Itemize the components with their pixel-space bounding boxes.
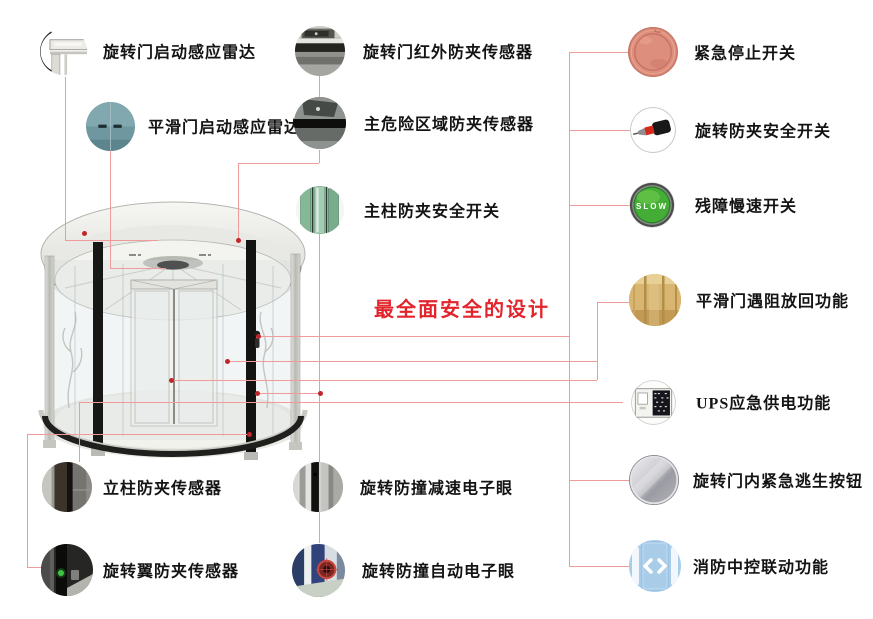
callout-label: 消防中控联动功能 xyxy=(693,559,830,577)
connector-line xyxy=(27,434,28,567)
connector-line xyxy=(258,336,569,337)
connector-line xyxy=(27,434,249,435)
anchor-dot xyxy=(224,358,230,364)
connector-line xyxy=(319,234,320,543)
connector-line xyxy=(569,205,629,206)
callout-label: 主危险区域防夹传感器 xyxy=(364,116,535,134)
callout-label: UPS应急供电功能 xyxy=(696,395,832,413)
blue-fire-door-icon xyxy=(629,540,681,592)
connector-line xyxy=(65,240,158,241)
metal-band-sensor-photo xyxy=(295,26,345,76)
callout-label: 主柱防夹安全开关 xyxy=(364,203,501,221)
door-post-photo xyxy=(42,462,92,512)
callout-label: 立柱防夹传感器 xyxy=(103,480,223,498)
anchor-dot xyxy=(254,390,260,396)
connector-line xyxy=(79,402,80,462)
anchor-dot xyxy=(255,333,261,339)
revolving-door-illustration xyxy=(38,201,308,460)
callout-label: 平滑门遇阻放回功能 xyxy=(696,293,850,311)
anchor-dot xyxy=(235,237,241,243)
connector-line xyxy=(319,76,320,100)
red-stop-button-photo xyxy=(628,27,678,77)
anchor-dot xyxy=(246,431,252,437)
callout-label: 旋转翼防夹传感器 xyxy=(103,563,240,581)
connector-line xyxy=(27,567,42,568)
connector-line xyxy=(110,268,166,269)
callout-label: 旋转防夹安全开关 xyxy=(695,123,832,141)
connector-line xyxy=(238,163,319,164)
anchor-dot xyxy=(168,377,174,383)
connector-line xyxy=(569,52,570,566)
metal-disc-photo xyxy=(629,455,679,505)
callout-label: 旋转门启动感应雷达 xyxy=(103,44,257,62)
connector-line xyxy=(79,402,623,403)
callout-label: 平滑门启动感应雷达 xyxy=(148,119,302,137)
connector-line xyxy=(65,77,66,240)
gold-door-panel-photo xyxy=(629,274,681,326)
green-slow-button-photo: SLOW xyxy=(629,182,675,228)
connector-line xyxy=(597,302,629,303)
callout-label: 紧急停止开关 xyxy=(694,45,797,63)
page-title: 最全面安全的设计 xyxy=(374,299,550,321)
anchor-dot xyxy=(81,230,87,236)
slow-button-text: SLOW xyxy=(636,201,668,211)
ups-box-photo xyxy=(630,379,676,425)
connector-line xyxy=(238,163,239,240)
wing-sensor-photo xyxy=(41,544,93,596)
connector-line xyxy=(569,130,630,131)
callout-label: 旋转门内紧急逃生按钮 xyxy=(693,473,864,491)
door-canopy-corner-photo xyxy=(39,27,87,75)
callout-label: 残障慢速开关 xyxy=(695,198,798,216)
connector-line xyxy=(569,52,630,53)
callout-label: 旋转门红外防夹传感器 xyxy=(363,44,534,62)
glass-post-photo xyxy=(296,186,344,234)
callout-label: 旋转防撞自动电子眼 xyxy=(362,563,516,581)
probe-sensor-photo xyxy=(630,107,676,153)
stripe-eye-photo xyxy=(293,462,343,512)
anchor-dot xyxy=(317,390,323,396)
teal-radar-sensor-photo xyxy=(85,101,135,151)
connector-line xyxy=(319,150,320,163)
connector-line xyxy=(227,361,597,362)
dark-band-sensor-photo xyxy=(294,97,346,149)
callout-label: 旋转防撞减速电子眼 xyxy=(360,480,514,498)
connector-line xyxy=(257,393,319,394)
connector-line xyxy=(569,566,630,567)
connector-line xyxy=(597,302,598,380)
connector-line xyxy=(110,151,111,268)
blue-eye-photo xyxy=(291,543,345,597)
connector-line xyxy=(569,480,629,481)
connector-line xyxy=(171,380,597,381)
